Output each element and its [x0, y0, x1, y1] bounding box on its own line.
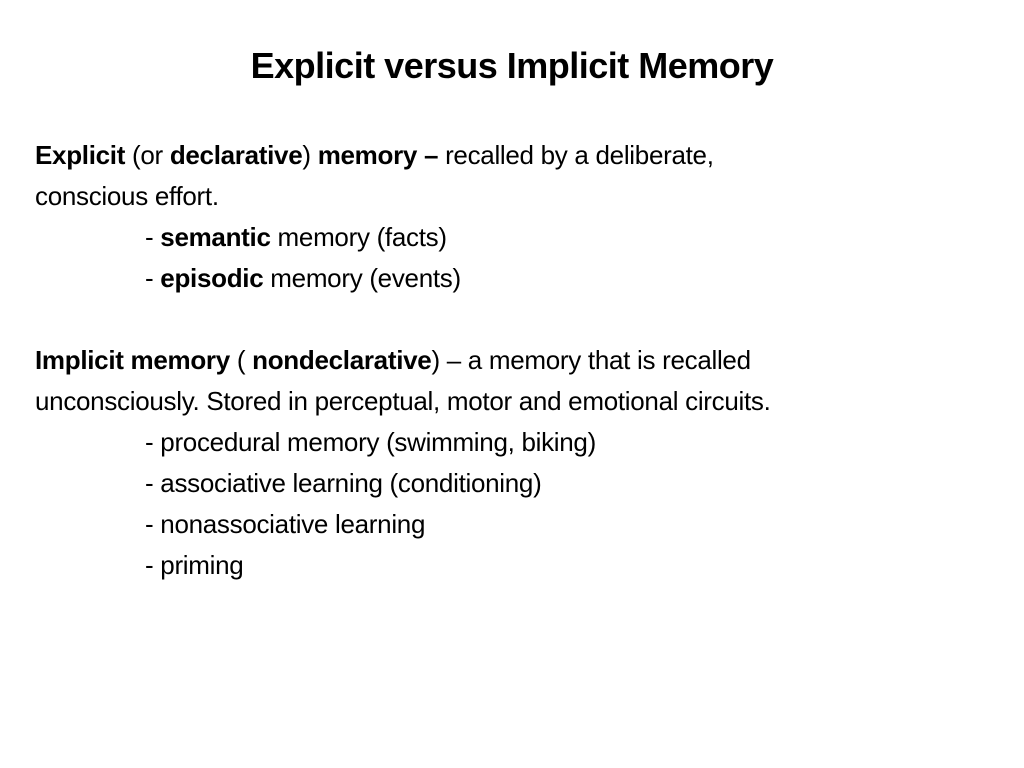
episodic-term: episodic: [160, 263, 264, 293]
explicit-term: Explicit: [35, 140, 126, 170]
semantic-term: semantic: [160, 222, 271, 252]
slide-title: Explicit versus Implicit Memory: [250, 45, 774, 86]
explicit-definition-line-2: conscious effort.: [35, 181, 219, 211]
implicit-paren-open: (: [229, 345, 253, 375]
section-gap: [35, 299, 995, 340]
implicit-definition-text: ) – a memory that is recalled: [431, 345, 751, 375]
episodic-rest: memory (events): [263, 263, 461, 293]
explicit-definition-text: recalled by a deliberate,: [438, 140, 714, 170]
explicit-paren-open: (or: [125, 140, 170, 170]
nondeclarative-term: nondeclarative: [252, 345, 432, 375]
implicit-item-priming: - priming: [145, 550, 244, 580]
semantic-rest: memory (facts): [270, 222, 447, 252]
explicit-definition-line-1: Explicit (or declarative) memory – recal…: [35, 135, 995, 176]
implicit-definition-line-1: Implicit memory ( nondeclarative) – a me…: [35, 340, 995, 381]
item-dash: -: [145, 222, 161, 252]
explicit-memory-dash: memory –: [317, 140, 439, 170]
explicit-paren-close: ): [302, 140, 318, 170]
explicit-item-semantic: - semantic memory (facts): [35, 217, 995, 258]
implicit-definition-line-2: unconsciously. Stored in perceptual, mot…: [35, 386, 771, 416]
implicit-item-procedural: - procedural memory (swimming, biking): [145, 427, 596, 457]
item-dash: -: [145, 263, 161, 293]
declarative-term: declarative: [169, 140, 303, 170]
slide-body: Explicit (or declarative) memory – recal…: [35, 135, 995, 586]
implicit-item-associative: - associative learning (conditioning): [145, 468, 542, 498]
explicit-item-episodic: - episodic memory (events): [35, 258, 995, 299]
implicit-term: Implicit memory: [35, 345, 230, 375]
implicit-item-nonassociative: - nonassociative learning: [145, 509, 426, 539]
